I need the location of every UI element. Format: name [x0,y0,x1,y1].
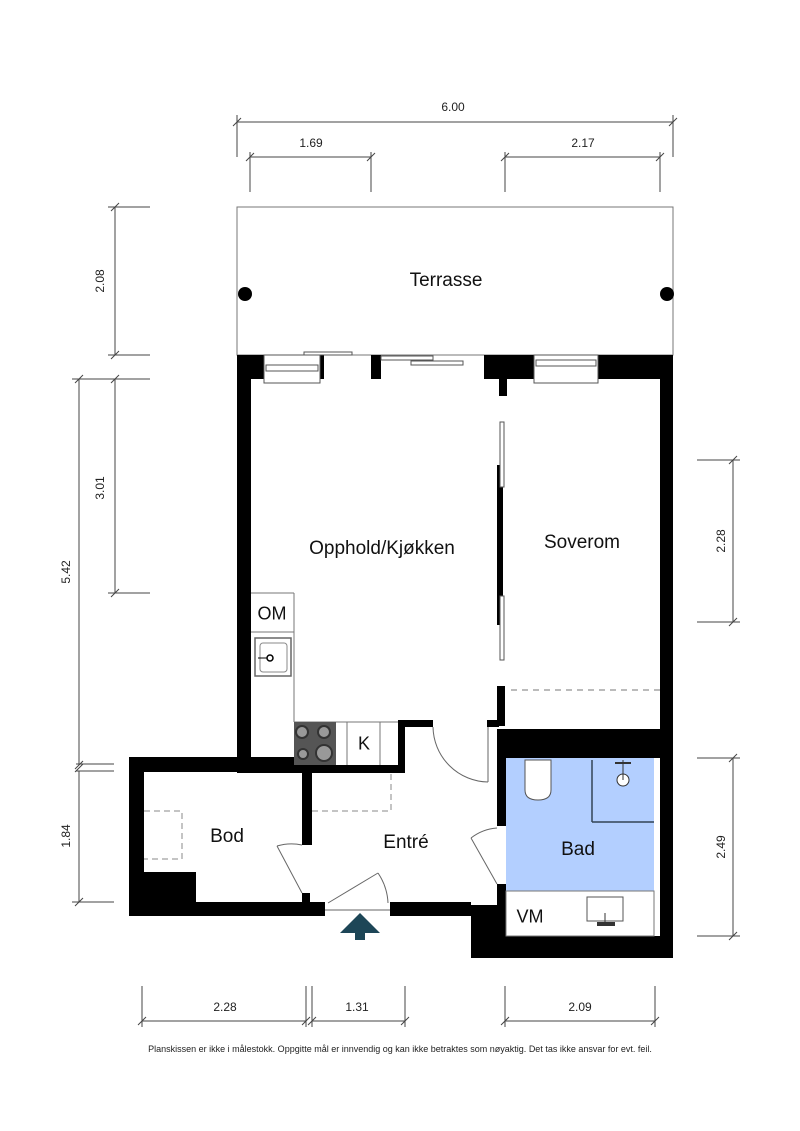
dim-bottom-bad: 2.09 [568,1000,592,1014]
dim-left-terrace: 2.08 [93,269,107,293]
dim-left-total: 5.42 [59,560,73,584]
column-right [660,287,674,301]
dim-right-bad: 2.49 [714,835,728,859]
room-label-bad: Bad [561,839,595,860]
doors [276,726,498,911]
room-label-entre: Entré [383,832,429,853]
dim-bottom-bod: 2.28 [213,1000,237,1014]
bathroom-fixtures [505,759,655,937]
walls [129,355,673,958]
room-label-bod: Bod [210,826,244,847]
dim-top-total: 6.00 [441,100,465,114]
terrace-outline [236,206,674,356]
windows [263,351,599,384]
fixture-label-vm: VM [516,906,544,927]
dim-bottom-entre: 1.31 [345,1000,369,1014]
dim-right-soverom: 2.28 [714,529,728,553]
dim-top-right: 2.17 [571,136,595,150]
fixture-label-k: K [357,733,371,754]
kitchen-counter [251,592,398,765]
fixture-label-om: OM [257,603,287,624]
room-label-opphold-kjokken: Opphold/Kjøkken [309,538,455,559]
disclaimer-text: Planskissen er ikke i målestokk. Oppgitt… [148,1044,652,1054]
column-left [238,287,252,301]
sliding-door [499,421,505,661]
dim-left-living: 3.01 [93,476,107,500]
dimension-lines [72,115,740,1027]
dim-top-left: 1.69 [299,136,323,150]
room-label-soverom: Soverom [543,532,621,553]
entry-arrow-icon [340,913,380,940]
dim-left-bod: 1.84 [59,824,73,848]
room-label-terrasse: Terrasse [409,270,483,291]
